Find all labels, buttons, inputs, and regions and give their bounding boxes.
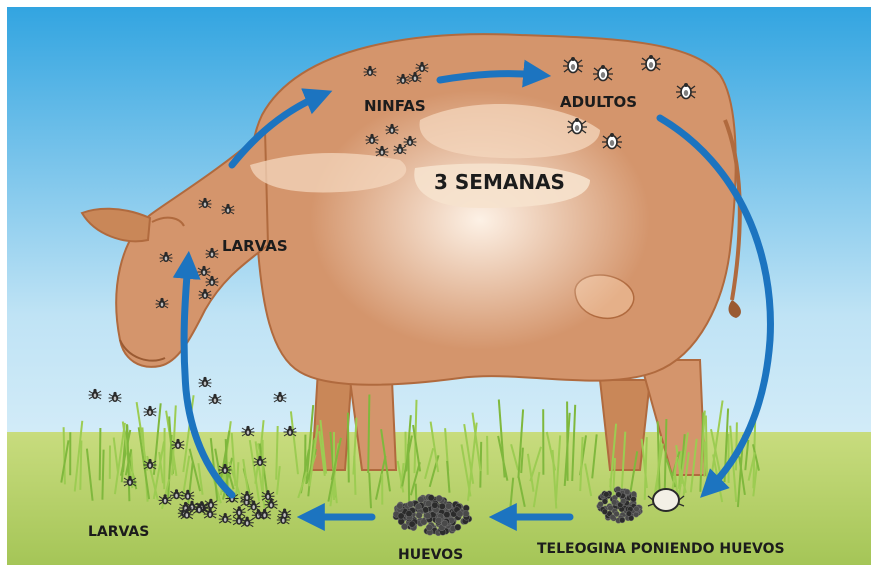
- label-huevos: HUEVOS: [398, 547, 464, 563]
- arrow-adultos-to-teleogina: [656, 114, 774, 498]
- engorged-female-tick-icon: [647, 488, 685, 512]
- arrow-ninfas-to-adultos: [436, 59, 552, 88]
- label-adultos: ADULTOS: [560, 93, 638, 111]
- label-ninfas: NINFAS: [364, 97, 426, 115]
- label-teleogina: TELEOGINA PONIENDO HUEVOS: [537, 541, 785, 557]
- arrow-ground-larvas-to-cow: [172, 250, 236, 499]
- egg-mass-icon: [392, 493, 473, 537]
- label-larvas-on-ground: LARVAS: [88, 524, 150, 540]
- grass: [60, 394, 760, 510]
- egg-mass-small-icon: [596, 486, 643, 524]
- label-duration: 3 SEMANAS: [434, 170, 565, 194]
- cycle-arrow-icon: [172, 59, 774, 531]
- label-larvas-on-cow: LARVAS: [222, 237, 288, 255]
- cow-illustration: [80, 33, 742, 476]
- arrow-larvas-to-ninfas: [228, 88, 333, 169]
